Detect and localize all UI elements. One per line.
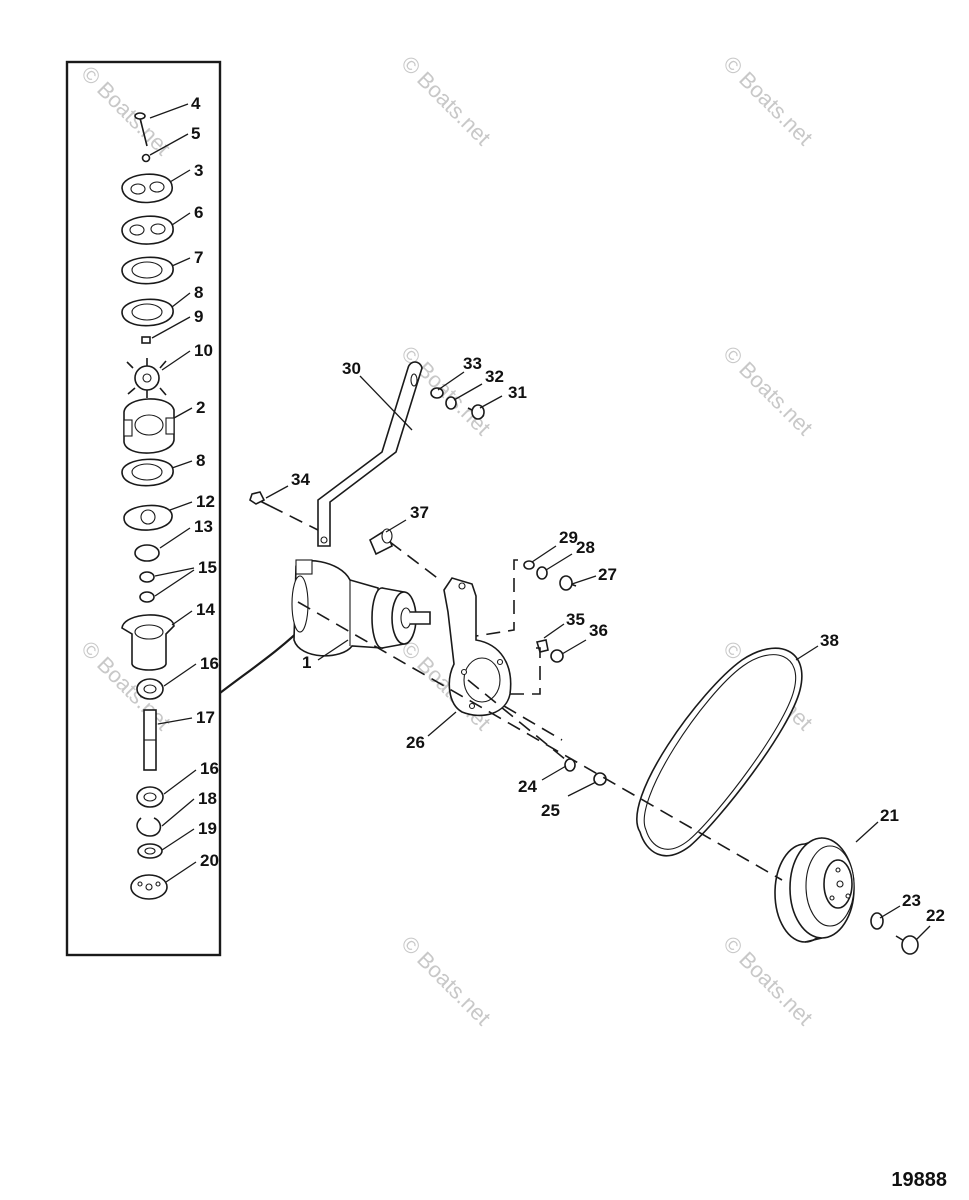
callout-29: 29: [559, 528, 578, 547]
callout-19: 19: [198, 819, 217, 838]
part-plate-12: [123, 504, 173, 531]
callout-8: 8: [194, 283, 203, 302]
inset-frame: [65, 60, 222, 957]
part-pump-1: [291, 559, 431, 657]
part-bolt-22: [895, 935, 919, 955]
callout-13: 13: [194, 517, 213, 536]
inset-connector-line: [219, 624, 306, 694]
part-pulley-21: [774, 837, 855, 943]
part-washer-33: [430, 387, 444, 399]
part-plate-7: [121, 256, 174, 285]
callout-10: 10: [194, 341, 213, 360]
callout-1: 1: [302, 653, 311, 672]
callout-25: 25: [541, 801, 560, 820]
callout-22: 22: [926, 906, 945, 925]
part-nut-25: [593, 772, 607, 786]
callout-20: 20: [200, 851, 219, 870]
part-stud-35: [535, 639, 549, 653]
part-gasket-8b: [121, 458, 174, 487]
callout-9: 9: [194, 307, 203, 326]
watermark: © Boats.net: [396, 51, 495, 150]
part-nut-28: [536, 566, 548, 580]
part-o-ring-13: [134, 544, 160, 562]
main-assembly: [249, 361, 919, 955]
part-nut-36: [550, 649, 564, 663]
part-pump-body-2: [123, 398, 175, 454]
callout-24: 24: [518, 777, 537, 796]
callout-27: 27: [598, 565, 617, 584]
callout-33: 33: [463, 354, 482, 373]
part-shaft-17: [143, 709, 157, 771]
part-key-9: [141, 336, 151, 344]
callout-34: 34: [291, 470, 310, 489]
callout-30: 30: [342, 359, 361, 378]
part-bolt-27: [559, 575, 577, 591]
callout-16: 16: [200, 654, 219, 673]
part-seals-15: [139, 571, 155, 603]
part-brace-30: [317, 361, 423, 547]
watermark: © Boats.net: [718, 931, 817, 1030]
main-leader-lines: [265, 371, 931, 941]
callout-32: 32: [485, 367, 504, 386]
part-gasket-8a: [121, 298, 174, 327]
part-cover-plate-3: [121, 173, 173, 204]
inset-leader-lines: [149, 103, 197, 883]
part-hub-20: [130, 874, 168, 900]
part-snap-ring-18: [136, 817, 162, 837]
callout-17: 17: [196, 708, 215, 727]
watermark: © Boats.net: [396, 931, 495, 1030]
watermark: © Boats.net: [718, 51, 817, 150]
callout-23: 23: [902, 891, 921, 910]
part-belt-38: [636, 647, 803, 857]
callout-26: 26: [406, 733, 425, 752]
callout-21: 21: [880, 806, 899, 825]
callout-38: 38: [820, 631, 839, 650]
watermark: © Boats.net: [718, 341, 817, 440]
part-impeller-10: [126, 358, 167, 398]
callout-28: 28: [576, 538, 595, 557]
part-screw-4: [134, 112, 148, 147]
callout-15: 15: [198, 558, 217, 577]
part-gasket-6: [121, 215, 174, 245]
callout-31: 31: [508, 383, 527, 402]
part-nut-32: [445, 396, 457, 410]
assembly-dashed-lines: [269, 505, 783, 881]
part-bracket-26: [443, 577, 512, 717]
part-bearing-16b: [136, 786, 164, 808]
callout-4: 4: [191, 94, 201, 113]
callout-2: 2: [196, 398, 205, 417]
callout-14: 14: [196, 600, 215, 619]
part-washer-5: [141, 153, 151, 163]
callout-5: 5: [191, 124, 200, 143]
watermark: © Boats.net: [76, 61, 175, 160]
part-bearing-16a: [136, 678, 164, 700]
callout-35: 35: [566, 610, 585, 629]
part-bolt-34: [249, 491, 271, 507]
callout-3: 3: [194, 161, 203, 180]
callout-18: 18: [198, 789, 217, 808]
callout-37: 37: [410, 503, 429, 522]
callout-7: 7: [194, 248, 203, 267]
part-fitting-37: [368, 528, 394, 556]
callout-12: 12: [196, 492, 215, 511]
callout-16: 16: [200, 759, 219, 778]
callout-36: 36: [589, 621, 608, 640]
part-housing-14: [121, 614, 175, 671]
callout-6: 6: [194, 203, 203, 222]
inset-parts: [121, 112, 175, 900]
diagram-reference-number: 19888: [891, 1169, 947, 1191]
callout-8: 8: [196, 451, 205, 470]
callout-labels: 4 5 3 6 7 8 9 10 2 8 12 13 15 14 16 17 1…: [191, 94, 945, 925]
part-bolt-31: [467, 404, 485, 420]
part-washer-19: [137, 843, 163, 859]
watermark-layer: © Boats.net © Boats.net © Boats.net © Bo…: [76, 51, 817, 1030]
part-washer-29: [523, 560, 535, 570]
part-washer-23: [870, 912, 884, 930]
